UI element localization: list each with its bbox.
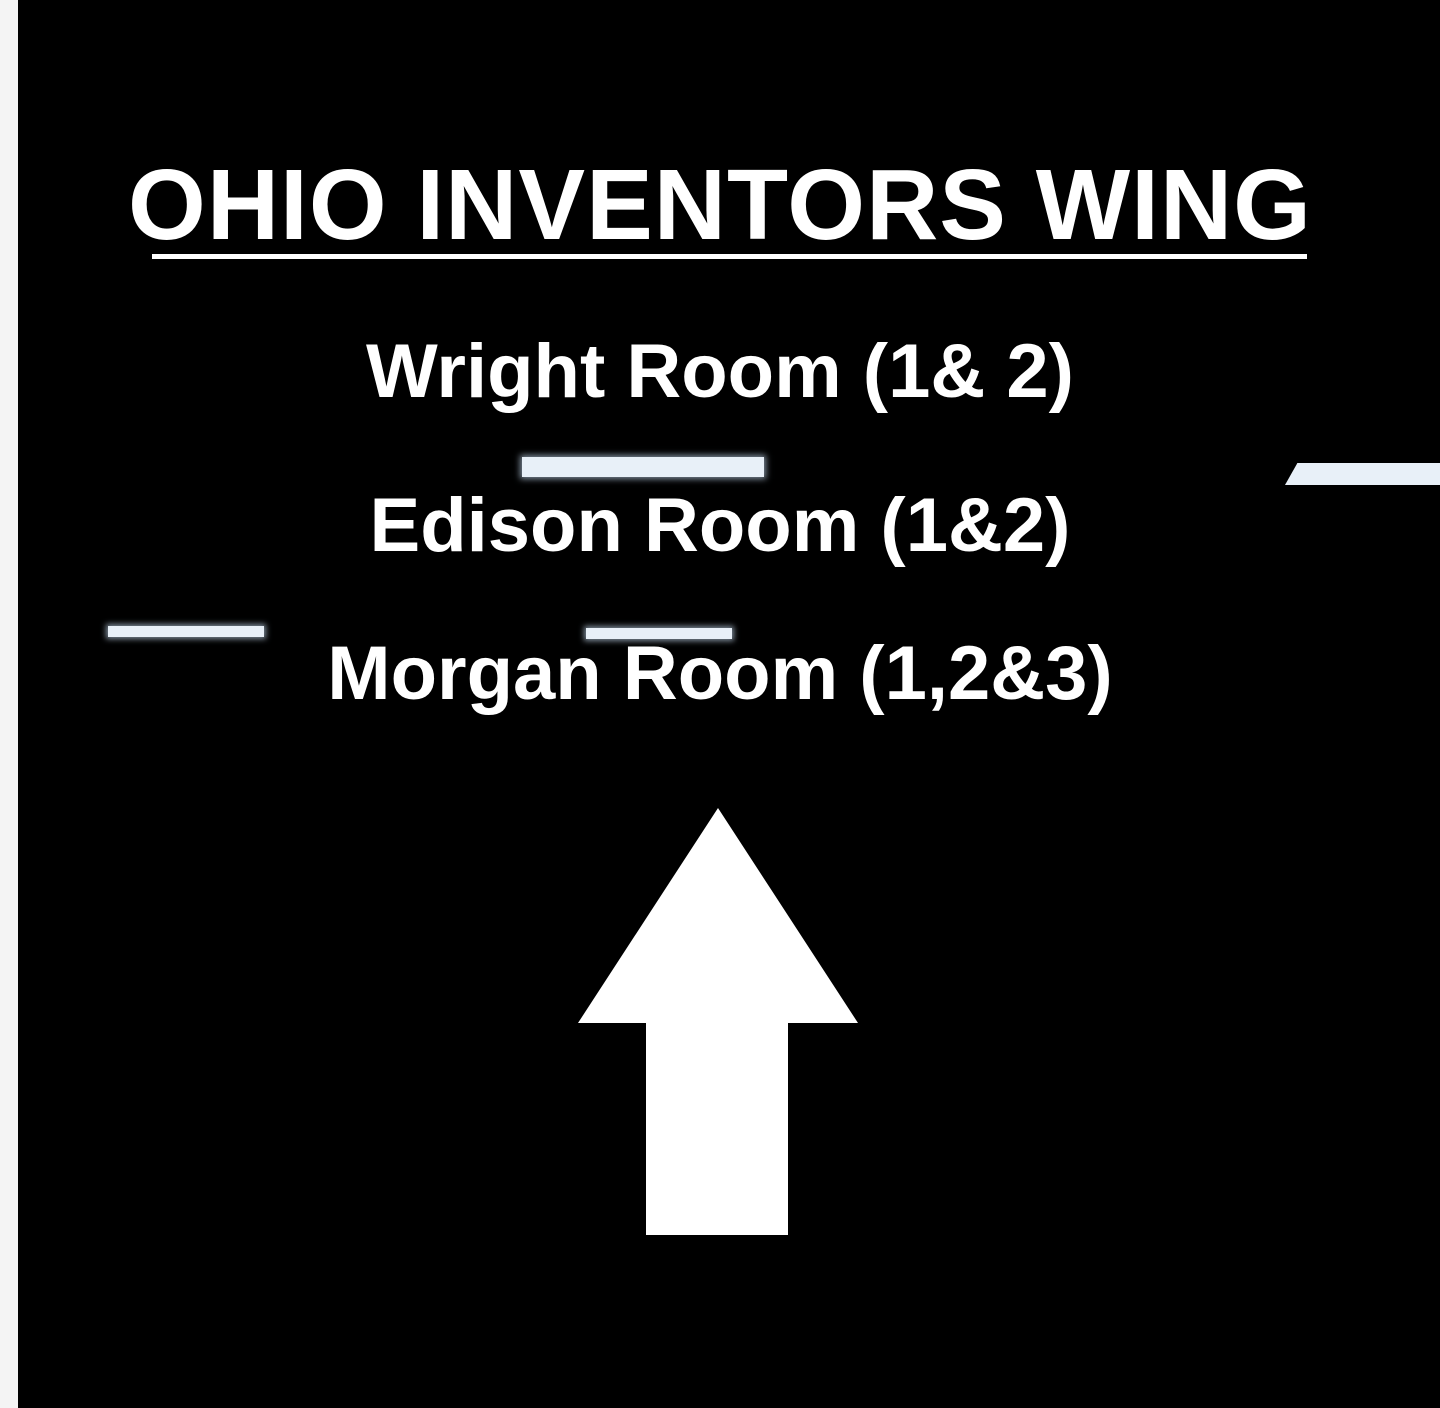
sign-title: OHIO INVENTORS WING bbox=[128, 149, 1312, 261]
title-underline bbox=[152, 254, 1307, 259]
light-reflection bbox=[108, 626, 264, 637]
light-reflection bbox=[522, 457, 764, 477]
room-morgan: Morgan Room (1,2&3) bbox=[327, 631, 1113, 716]
light-reflection bbox=[1285, 463, 1440, 485]
arrow-up-icon bbox=[578, 808, 858, 1235]
room-wright: Wright Room (1& 2) bbox=[366, 329, 1074, 414]
room-edison: Edison Room (1&2) bbox=[369, 483, 1071, 568]
light-reflection bbox=[586, 628, 732, 639]
